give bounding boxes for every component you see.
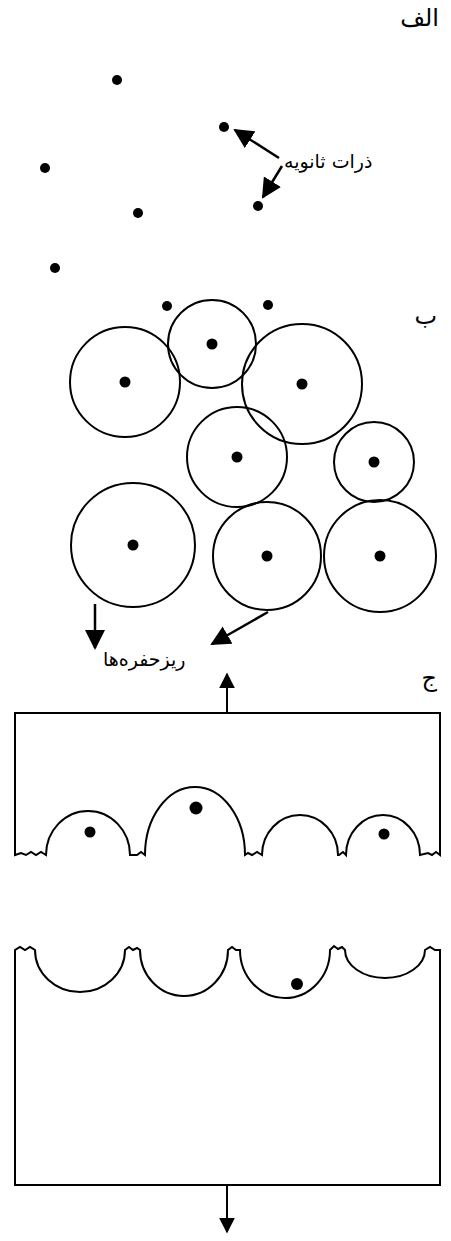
leader-lines (95, 604, 268, 648)
pore-particles (120, 339, 386, 562)
callout-label: ذرات ثانویه (284, 150, 373, 173)
panel-letter: ج (422, 664, 438, 693)
fracture-blocks (15, 713, 440, 1185)
fracture-particles (85, 802, 390, 991)
panel-letter: ب (414, 302, 437, 331)
tension-arrows (226, 674, 228, 1232)
particles (40, 75, 273, 311)
pore-circles (70, 300, 436, 612)
panel-letter: الف (400, 4, 439, 33)
leader-lines (235, 130, 282, 197)
callout-label: ریزحفره‌ها (103, 648, 186, 671)
